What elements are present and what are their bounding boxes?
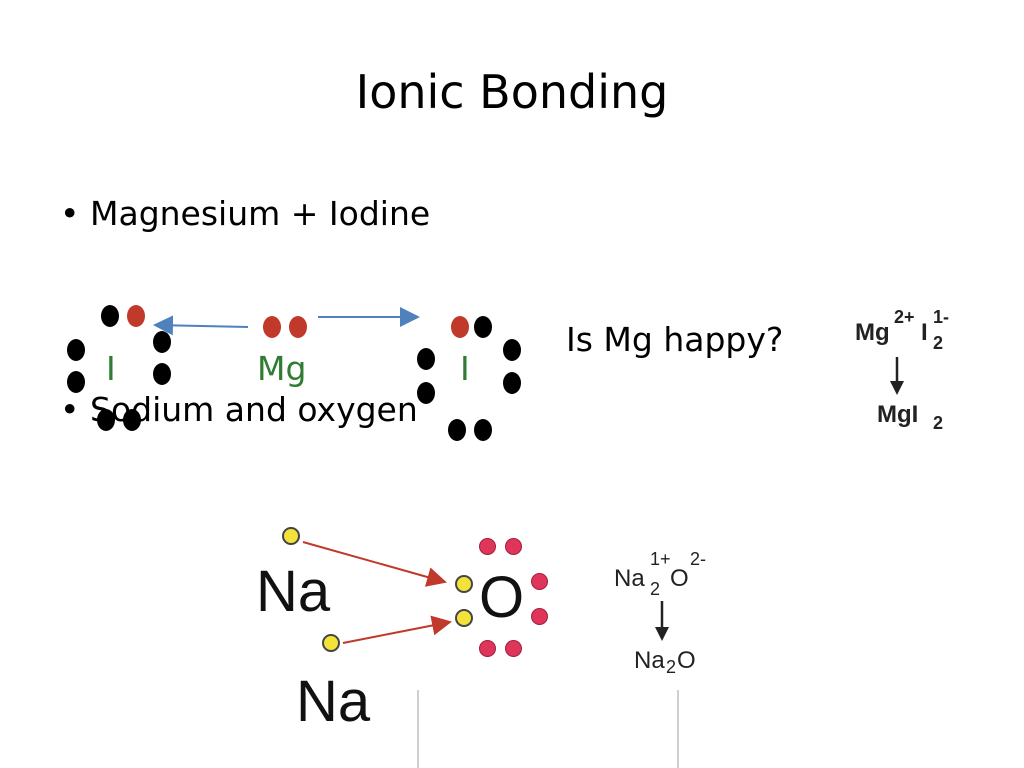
down-arrow-icon (890, 357, 904, 395)
bullet-text: Sodium and oxygen (90, 390, 418, 429)
formula-cation-subscript: 2 (650, 579, 661, 599)
question-text: Is Mg happy? (566, 320, 784, 359)
na2o-formula-block: Na 1+ 2 O 2- Na 2 O (614, 545, 724, 685)
iodine-left-electron (153, 331, 171, 353)
element-symbol-iodine-right: I (460, 349, 470, 388)
mg-valence-electron (289, 316, 307, 338)
transferred-electron (127, 305, 145, 327)
formula-anion: O (670, 565, 689, 592)
bullet-item-1: • Magnesium + Iodine (60, 194, 430, 234)
mg-valence-electron (263, 316, 281, 338)
iodine-left-electron (97, 409, 115, 431)
slide-title: Ionic Bonding (355, 65, 669, 119)
iodine-left-electron (67, 371, 85, 393)
iodine-left-electron (123, 409, 141, 431)
iodine-left-electron (101, 305, 119, 327)
bullet-marker: • (60, 390, 80, 429)
formula-result: MgI (877, 401, 919, 428)
formula-cation: Mg (855, 319, 890, 346)
iodine-right-electron (474, 419, 492, 441)
mgi2-formula-block: Mg 2+ I 1- 2 MgI 2 (855, 307, 975, 447)
down-arrow-icon (655, 601, 669, 641)
bullet-text: Magnesium + Iodine (90, 194, 431, 233)
formula-anion: I (921, 319, 928, 346)
iodine-left-electron (67, 339, 85, 361)
formula-result-tail: O (677, 647, 696, 674)
iodine-right-electron (417, 382, 435, 404)
iodine-right-electron (474, 316, 492, 338)
iodine-right-electron (448, 419, 466, 441)
formula-cation-charge: 1+ (650, 549, 671, 569)
formula-cation-charge: 2+ (894, 307, 915, 327)
transferred-electron (451, 316, 469, 338)
element-symbol-magnesium: Mg (257, 349, 307, 388)
formula-result: Na (634, 647, 665, 674)
iodine-left-electron (153, 363, 171, 385)
formula-anion-subscript: 2 (933, 333, 944, 353)
formula-cation: Na (614, 565, 645, 592)
formula-result-subscript: 2 (666, 657, 677, 677)
iodine-right-electron (417, 348, 435, 370)
iodine-right-electron (503, 372, 521, 394)
arrow-na-top-to-oxygen (302, 541, 447, 587)
formula-anion-charge: 2- (690, 549, 707, 569)
iodine-right-electron (503, 339, 521, 361)
element-symbol-iodine-left: I (106, 349, 116, 388)
formula-anion-charge: 1- (933, 307, 950, 327)
arrow-to-left-iodine (153, 315, 249, 336)
arrow-na-bottom-to-oxygen (342, 615, 452, 644)
bullet-item-2: • Sodium and oxygen (60, 390, 418, 430)
bullet-marker: • (60, 194, 80, 233)
formula-result-subscript: 2 (933, 413, 944, 433)
